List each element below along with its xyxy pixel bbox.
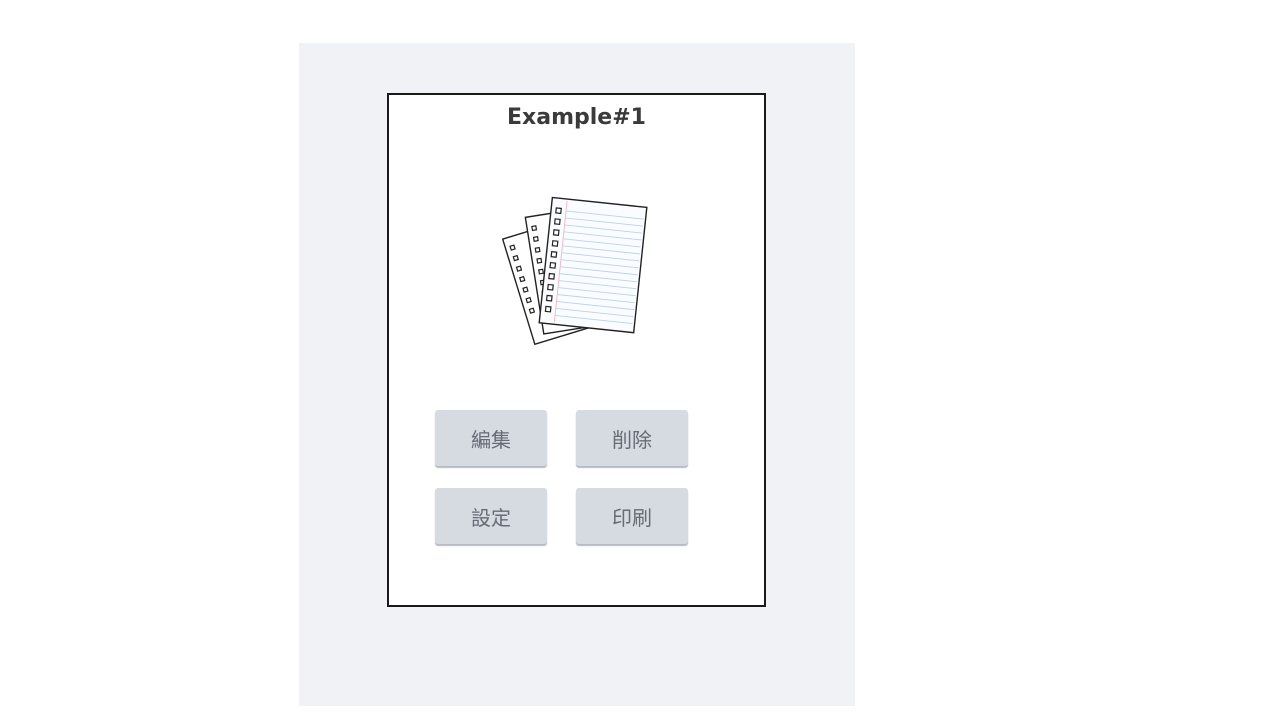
- documents-icon: [502, 196, 648, 346]
- content-panel: Example#1: [299, 43, 855, 706]
- print-button[interactable]: 印刷: [576, 488, 688, 544]
- document-card: Example#1: [387, 93, 766, 607]
- card-title: Example#1: [507, 105, 646, 130]
- delete-button[interactable]: 削除: [576, 410, 688, 466]
- edit-button[interactable]: 編集: [435, 410, 547, 466]
- settings-button[interactable]: 設定: [435, 488, 547, 544]
